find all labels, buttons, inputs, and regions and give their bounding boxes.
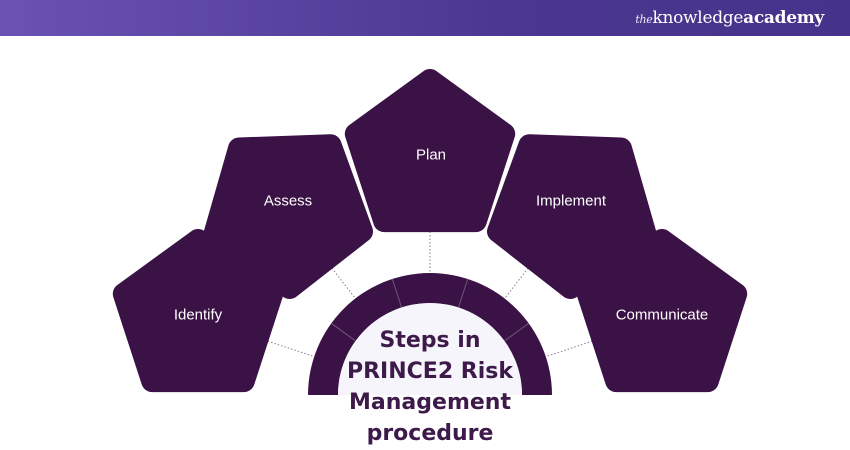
- pentagon-implement: [487, 134, 658, 299]
- title-line: PRINCE2 Risk: [346, 359, 514, 384]
- center-title: Steps in PRINCE2 Risk Management procedu…: [347, 325, 513, 449]
- logo-the: the: [635, 13, 653, 26]
- step-label-communicate: Communicate: [615, 306, 709, 324]
- pentagon-assess: [202, 134, 373, 299]
- pentagon-identify: [112, 229, 284, 393]
- step-label-assess: Assess: [263, 192, 313, 210]
- arc-divider: [457, 278, 469, 308]
- arc-divider: [391, 278, 403, 308]
- logo-academy: academy: [743, 8, 824, 28]
- logo: theknowledgeacademy: [635, 8, 824, 28]
- pentagon-communicate: [576, 229, 748, 393]
- arc-divider: [504, 322, 529, 342]
- logo-knowledge: knowledge: [652, 8, 744, 28]
- semicircle-arc: [308, 273, 552, 395]
- pentagon-plan: [344, 69, 516, 233]
- header-bar: theknowledgeacademy: [0, 0, 850, 36]
- step-label-identify: Identify: [173, 306, 223, 324]
- title-line: Steps in: [379, 328, 481, 353]
- title-line: procedure: [366, 421, 494, 446]
- step-label-plan: Plan: [415, 146, 447, 164]
- step-label-implement: Implement: [535, 192, 607, 210]
- arc-divider: [331, 322, 356, 342]
- title-line: Management: [349, 390, 511, 415]
- semicircle-inner: [338, 303, 522, 395]
